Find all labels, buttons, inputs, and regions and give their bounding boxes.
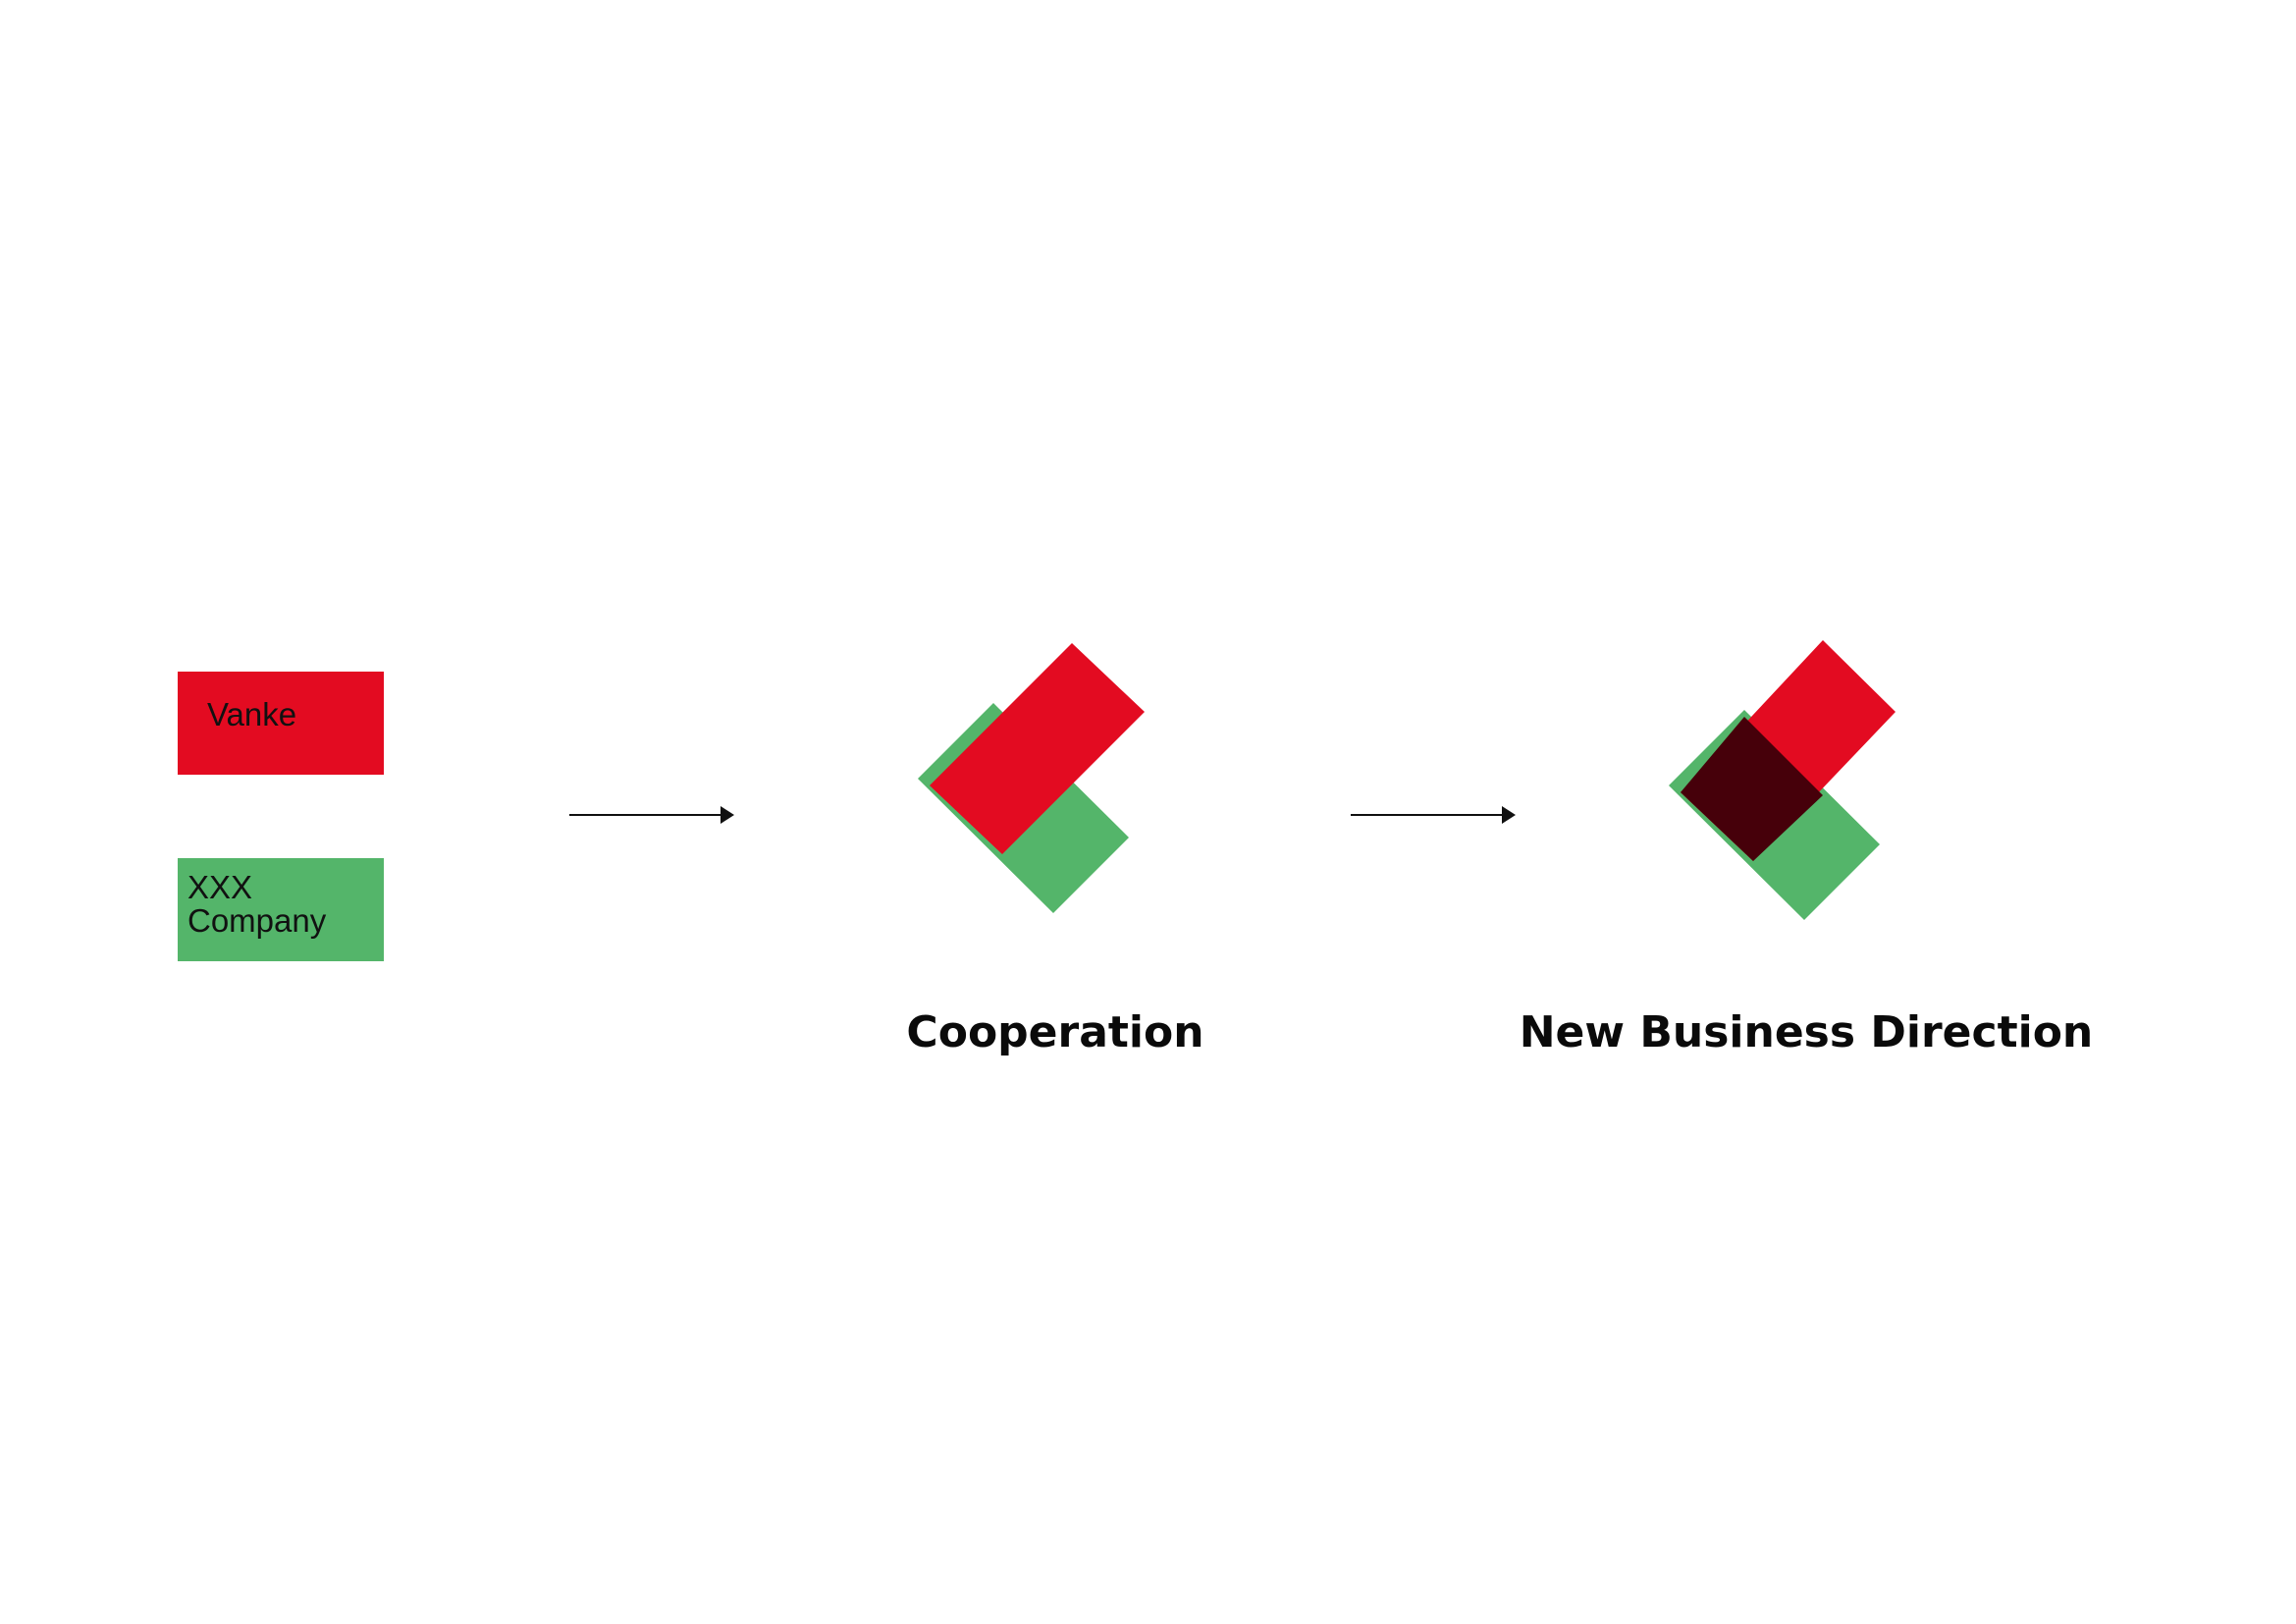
caption-cooperation: Cooperation bbox=[906, 1007, 1204, 1057]
caption-new-business-direction: New Business Direction bbox=[1519, 1007, 2094, 1057]
right-arrow-icon bbox=[1351, 806, 1516, 824]
vanke-label: Vanke bbox=[207, 696, 297, 732]
overlap-square-shape bbox=[1681, 717, 1823, 861]
right-arrow-icon bbox=[569, 806, 734, 824]
new-business-logo-icon bbox=[1669, 640, 1896, 920]
vanke-box: Vanke bbox=[178, 672, 384, 775]
cooperation-logo-icon bbox=[918, 643, 1145, 913]
red-square-shape bbox=[930, 643, 1145, 854]
partner-company-box: XXX Company bbox=[178, 858, 384, 961]
partner-company-label: XXX Company bbox=[187, 869, 327, 939]
